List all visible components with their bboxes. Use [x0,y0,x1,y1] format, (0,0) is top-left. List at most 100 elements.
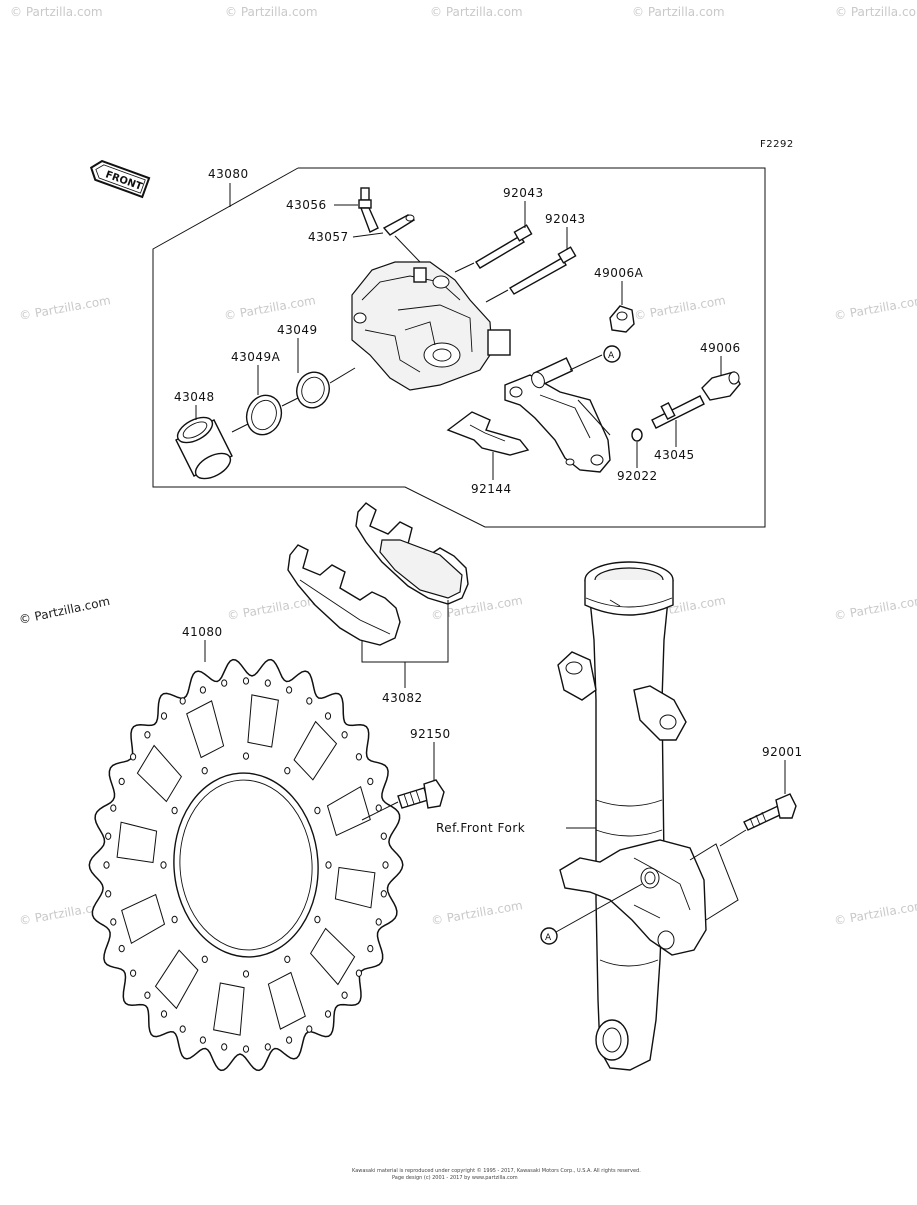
disc-hole [325,861,332,869]
disc-hole [105,832,112,840]
disc-window [136,744,183,803]
pad-spring-part [446,411,530,456]
disc-hole [160,1010,168,1018]
disc-hole [380,832,387,840]
disc-window [116,821,158,864]
disc-hole [201,955,208,963]
bleed-cap-part [382,214,416,236]
disc-hole [171,806,178,815]
part-number: 43056 [286,198,327,212]
disc-hole [367,944,374,953]
disc-hole [160,712,168,720]
disc-hole [306,1025,313,1033]
leader-line [231,423,249,433]
callout-a-label: A [608,351,615,361]
part-number: 43045 [654,448,695,462]
watermark: © Partzilla.com [225,5,318,19]
disc-hole [324,1010,332,1018]
disc-hole [284,767,291,775]
leader-line [454,262,475,273]
piston-seal-part [296,371,330,409]
disc-hole [242,752,250,760]
callout-a-label: A [545,933,552,943]
watermark: © Partzilla.com [223,293,317,323]
disc-hole [171,915,178,924]
disc-hole [324,712,332,720]
watermark: © Partzilla.com [430,898,524,928]
disc-hole [221,679,228,687]
disc-hole [341,991,348,999]
disc-hole [367,777,374,786]
disc-window [247,694,279,748]
disc-hole [375,918,382,926]
disc-hole [201,767,208,775]
caliper-bolt-part [475,224,533,269]
disc-window [213,982,245,1036]
caliper-mount-bolt-part [743,793,797,831]
disc-hole [199,686,206,694]
leader-line [329,367,356,384]
brake-caliper-body [351,261,511,391]
dust-seal-part [245,394,283,436]
copyright-line: Kawasaki material is reproduced under co… [352,1167,641,1174]
part-number: 49006A [594,266,644,280]
pin-boot-part [701,371,741,401]
disc-bolt-part [397,779,445,809]
disc-window [121,893,166,945]
part-number: 92144 [471,482,512,496]
part-number: 92043 [503,186,544,200]
disc-hole [130,969,137,977]
disc-hole [199,1036,206,1044]
disc-hole [242,1045,250,1053]
part-number: 43049A [231,350,281,364]
disc-hole [130,753,137,761]
callout-a-badge [603,345,621,363]
leader-line [485,289,509,303]
leader-line [394,235,421,263]
part-number: 41080 [182,625,223,639]
caliper-assembly-frame [152,167,766,528]
watermark: © Partzilla.com [833,593,917,623]
part-number: 43080 [208,167,249,181]
circlip-part [631,428,643,442]
part-number: 92001 [762,745,803,759]
disc-window [293,720,338,781]
disc-window [267,971,306,1030]
disc-hole [355,753,362,761]
brake-pad-part [287,544,401,646]
disc-hole [314,915,321,924]
part-number: 49006 [700,341,741,355]
part-number: 43057 [308,230,349,244]
front-arrow-icon: FRONT [89,159,151,199]
watermark: © Partzilla.com [430,5,523,19]
caliper-bolt-part [509,246,577,295]
disc-hole [380,890,387,898]
brake-disc-part [88,658,404,1072]
piston-part [175,416,233,480]
disc-hole [179,1025,186,1033]
watermark: © Partzilla.com [835,5,917,19]
dust-boot-part [609,305,635,333]
disc-window [154,949,199,1010]
part-number: 92043 [545,212,586,226]
disc-hole [103,861,110,869]
leader-line [719,829,747,847]
disc-hole [118,777,125,786]
leader-line [689,843,739,921]
slide-pin-part [651,395,705,429]
watermark-dark: © Partzilla.com [18,594,111,627]
disc-hole [264,1043,271,1051]
watermark: © Partzilla.com [833,293,917,323]
copyright-line: Page design (c) 2001 - 2017 by www.partz… [392,1175,518,1181]
disc-hole [264,679,271,687]
watermark: © Partzilla.com [10,5,103,19]
disc-window [334,866,376,909]
disc-hole [110,918,117,926]
disc-hole [306,697,313,705]
disc-hole [144,991,151,999]
disc-hole [160,861,167,869]
watermark: © Partzilla.com [632,5,725,19]
disc-hole [284,955,291,963]
leader-line [352,232,384,238]
